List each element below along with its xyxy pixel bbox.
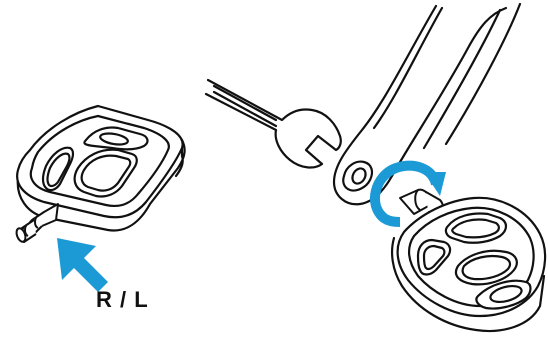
left-pedal-icon	[17, 106, 184, 230]
insert-arrow-icon	[57, 238, 108, 292]
wrench-icon	[206, 80, 341, 167]
side-label: R / L	[96, 287, 149, 313]
right-pedal-icon	[392, 198, 545, 331]
